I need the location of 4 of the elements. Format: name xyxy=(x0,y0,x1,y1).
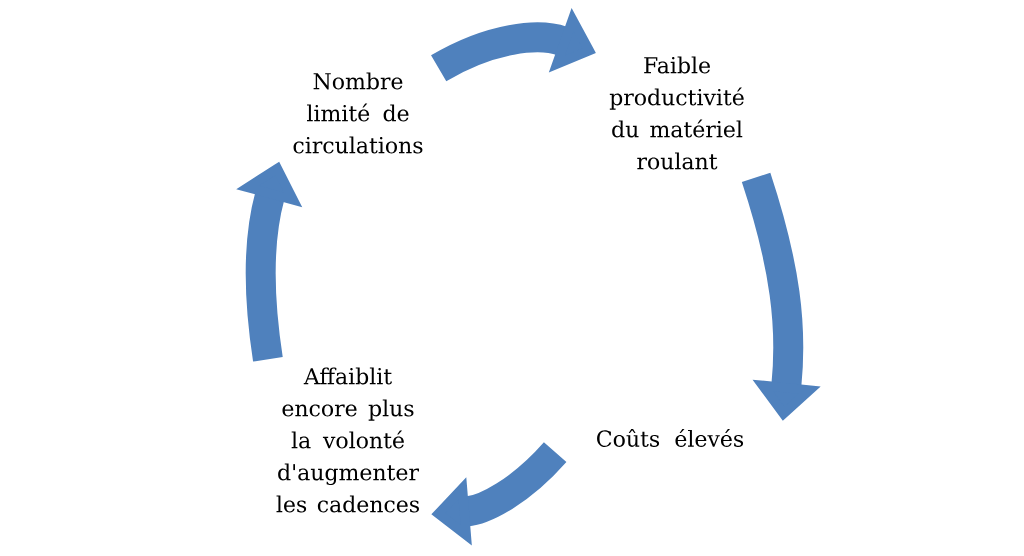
cycle-step-text: Coûts élevés xyxy=(597,429,744,447)
cycle-step-text: Faible productivité du matériel roulant xyxy=(609,56,744,170)
cycle-step-text: Nombre limité de circulations xyxy=(293,72,423,154)
cycle-step-text: Affaiblit encore plus la volonté d'augmenter les cadences xyxy=(276,367,419,513)
